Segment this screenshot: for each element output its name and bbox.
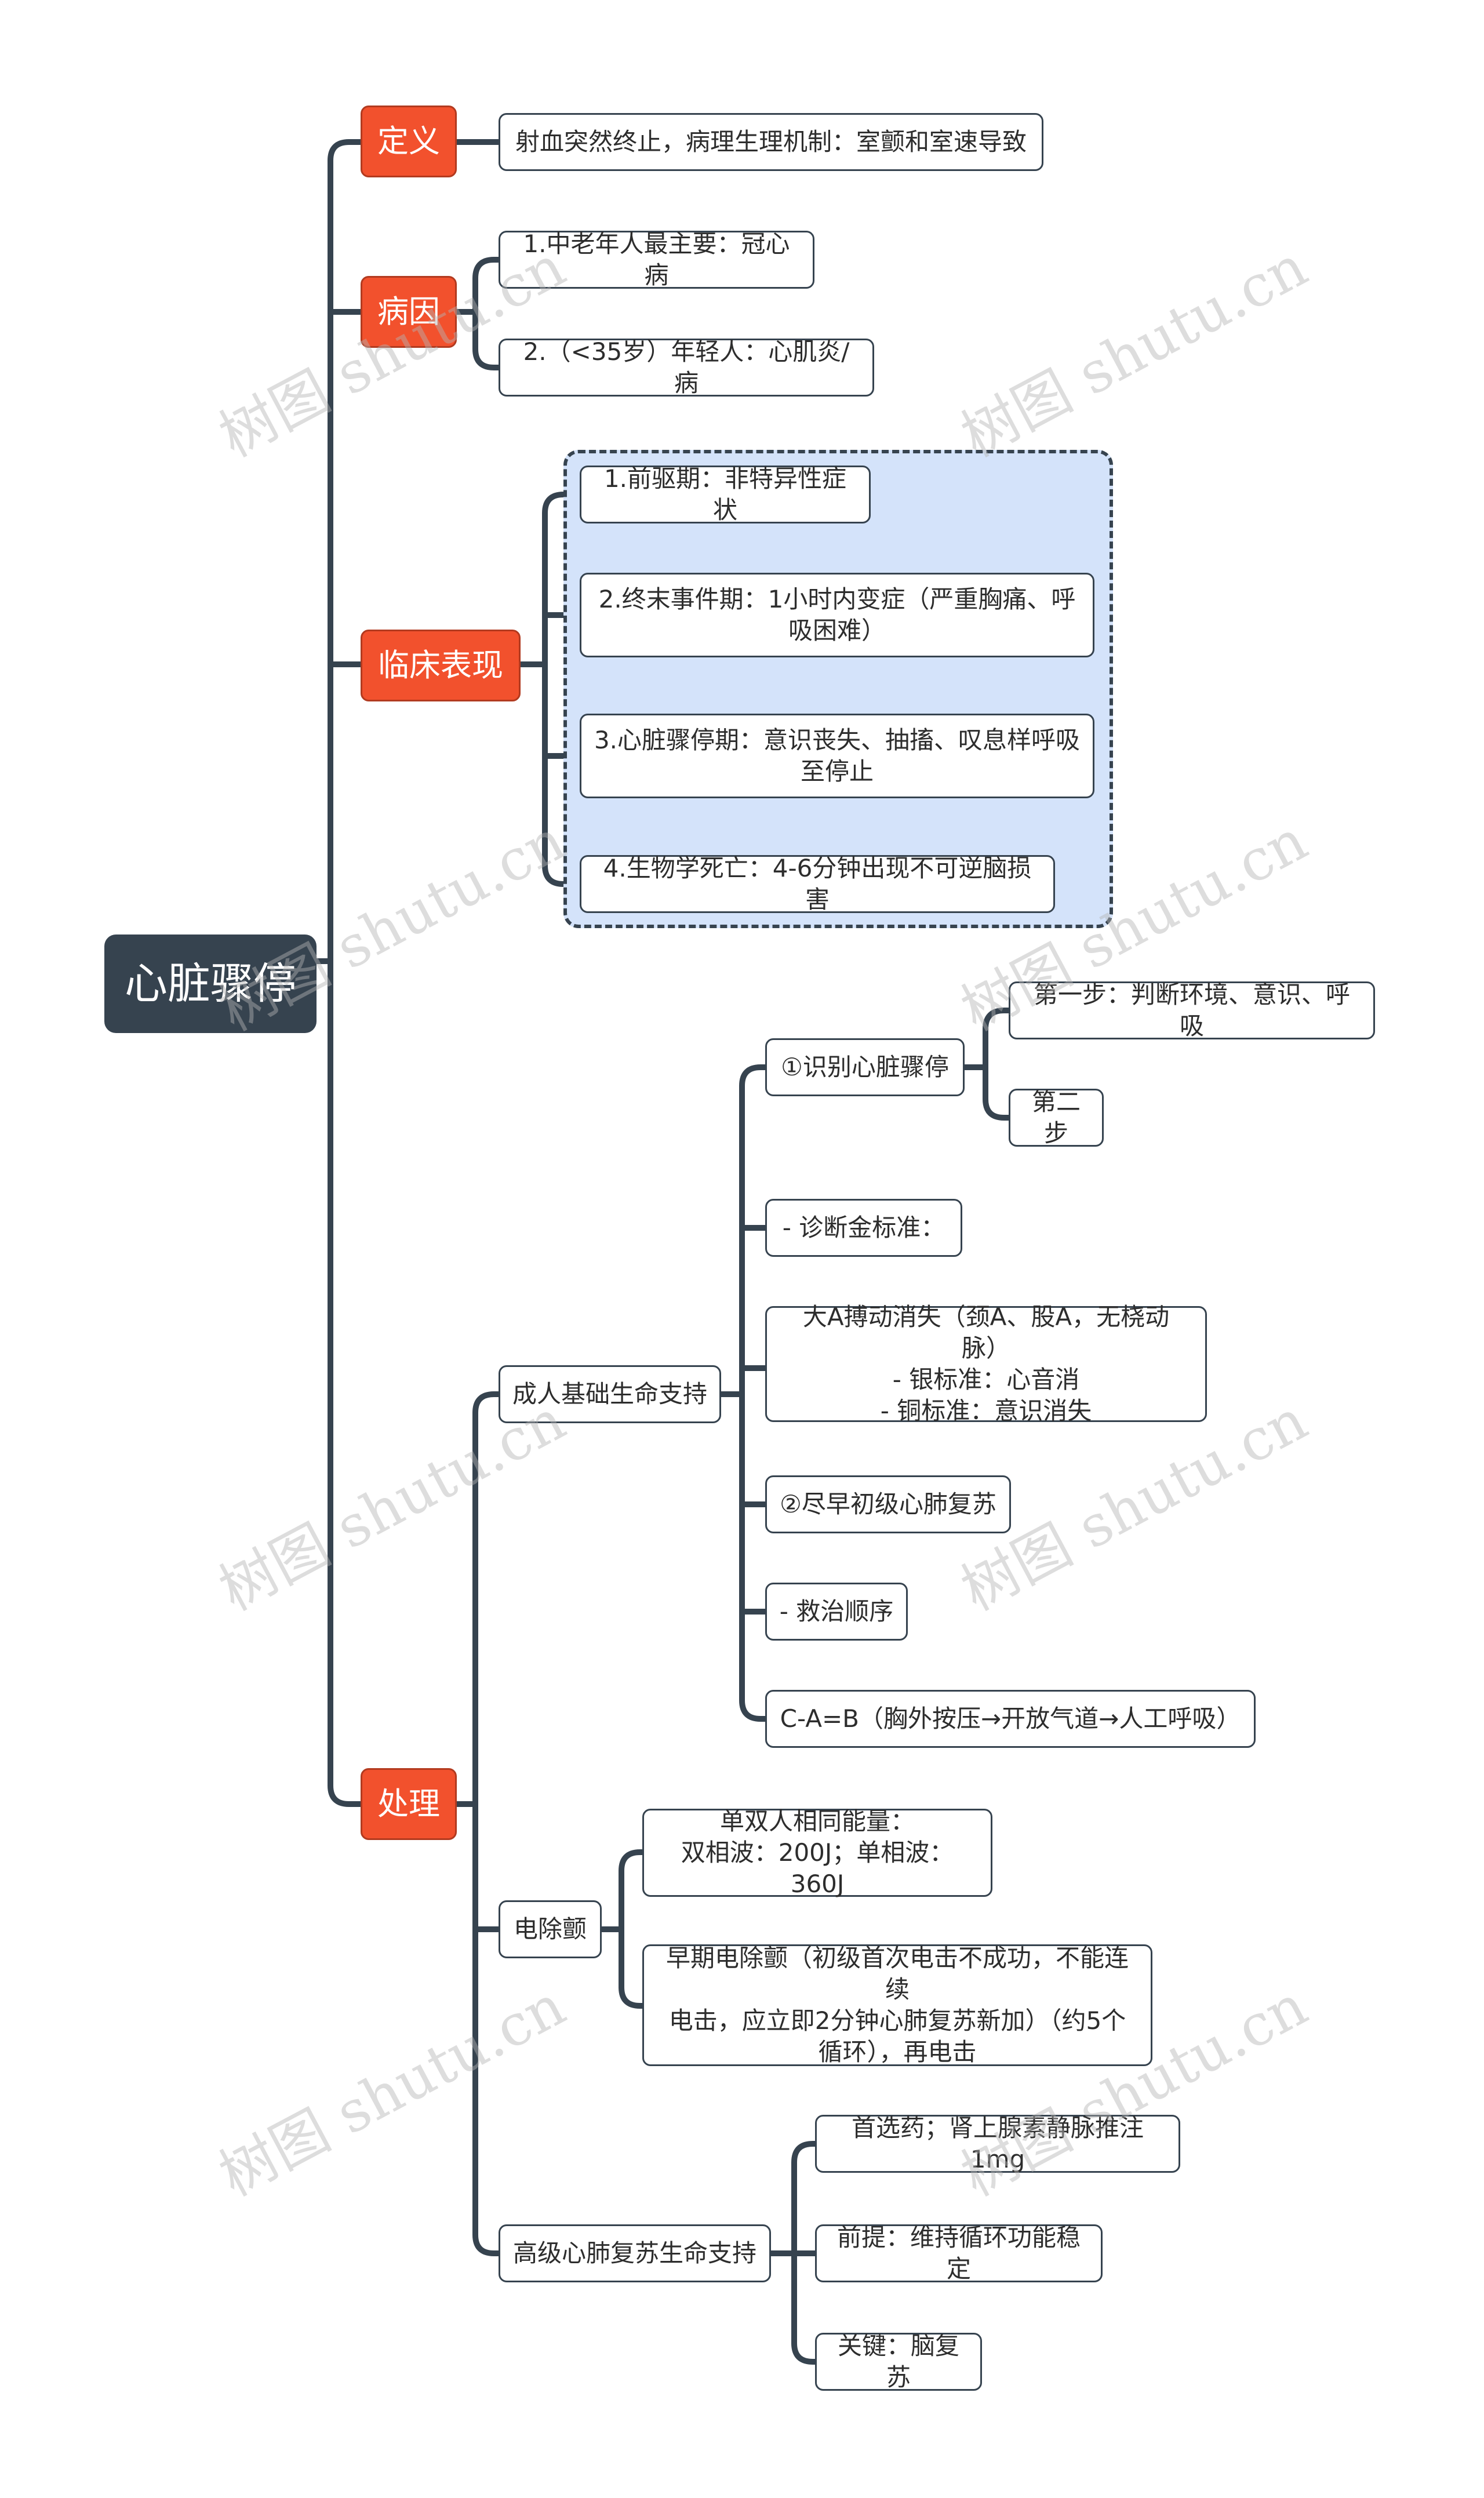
defib-node[interactable]: 电除颤 <box>499 1900 602 1958</box>
clinical-item-death[interactable]: 4.生物学死亡：4-6分钟出现不可逆脑损害 <box>580 854 1055 914</box>
connector <box>328 958 369 1807</box>
connector <box>542 492 584 667</box>
connector <box>472 1391 504 1807</box>
defib-early[interactable]: 早期电除颤（初级首次电击不成功，不能连续 电击，应立即2分钟心肺复苏新加）（约5… <box>642 1944 1152 2066</box>
clinical-group-frame <box>563 450 1113 928</box>
branch-cause[interactable]: 病因 <box>361 276 457 348</box>
cause-item-elderly[interactable]: 1.中老年人最主要：冠心病 <box>499 230 814 289</box>
connector <box>739 1064 769 1397</box>
connector <box>619 1926 646 2009</box>
branch-treatment[interactable]: 处理 <box>361 1768 457 1840</box>
clinical-item-terminal[interactable]: 2.终末事件期：1小时内变症（严重胸痛、呼 吸困难） <box>580 573 1094 657</box>
connector <box>791 2141 819 2256</box>
connector <box>983 1064 1013 1121</box>
acls-premise[interactable]: 前提：维持循环功能稳定 <box>815 2223 1103 2283</box>
bls-rescue-order[interactable]: - 救治顺序 <box>765 1583 908 1641</box>
connector <box>619 1849 646 1932</box>
defib-energy[interactable]: 单双人相同能量： 双相波：200J；单相波：360J <box>642 1807 992 1898</box>
definition-item[interactable]: 射血突然终止，病理生理机制：室颤和室速导致 <box>499 113 1043 171</box>
acls-key[interactable]: 关键：脑复苏 <box>815 2332 982 2391</box>
connector <box>472 1801 504 2256</box>
connector <box>542 661 584 887</box>
clinical-item-prodrome[interactable]: 1.前驱期：非特异性症状 <box>580 464 871 524</box>
clinical-item-arrest[interactable]: 3.心脏骤停期：意识丧失、抽搐、叹息样呼吸 至停止 <box>580 714 1094 798</box>
connector <box>983 1008 1013 1070</box>
bls-recognize[interactable]: ①识别心脏骤停 <box>765 1038 965 1096</box>
branch-definition[interactable]: 定义 <box>361 106 457 177</box>
bls-node[interactable]: 成人基础生命支持 <box>499 1365 721 1423</box>
cause-item-young[interactable]: 2.（<35岁）年轻人：心肌炎/病 <box>499 337 874 397</box>
recognize-step-2[interactable]: 第二步 <box>1009 1088 1104 1147</box>
bls-pulse-standards[interactable]: 大A搏动消失（颈A、股A，无桡动脉） - 银标准：心音消 - 铜标准：意识消失 <box>765 1303 1207 1425</box>
root-node[interactable]: 心脏骤停 <box>104 935 317 1033</box>
branch-clinical[interactable]: 临床表现 <box>361 630 521 701</box>
bls-early-cpr[interactable]: ②尽早初级心肺复苏 <box>765 1475 1011 1533</box>
recognize-step-1[interactable]: 第一步：判断环境、意识、呼吸 <box>1009 980 1375 1040</box>
connector <box>791 2250 819 2365</box>
connector <box>472 309 504 370</box>
bls-cab-sequence[interactable]: C-A=B（胸外按压→开放气道→人工呼吸） <box>765 1690 1256 1748</box>
acls-node[interactable]: 高级心肺复苏生命支持 <box>499 2224 771 2282</box>
connector <box>472 257 504 315</box>
connector <box>328 139 352 964</box>
bls-gold-standard[interactable]: - 诊断金标准： <box>765 1199 962 1257</box>
acls-drug[interactable]: 首选药；肾上腺素静脉推注1mg <box>815 2114 1180 2173</box>
connector <box>739 1391 769 1722</box>
